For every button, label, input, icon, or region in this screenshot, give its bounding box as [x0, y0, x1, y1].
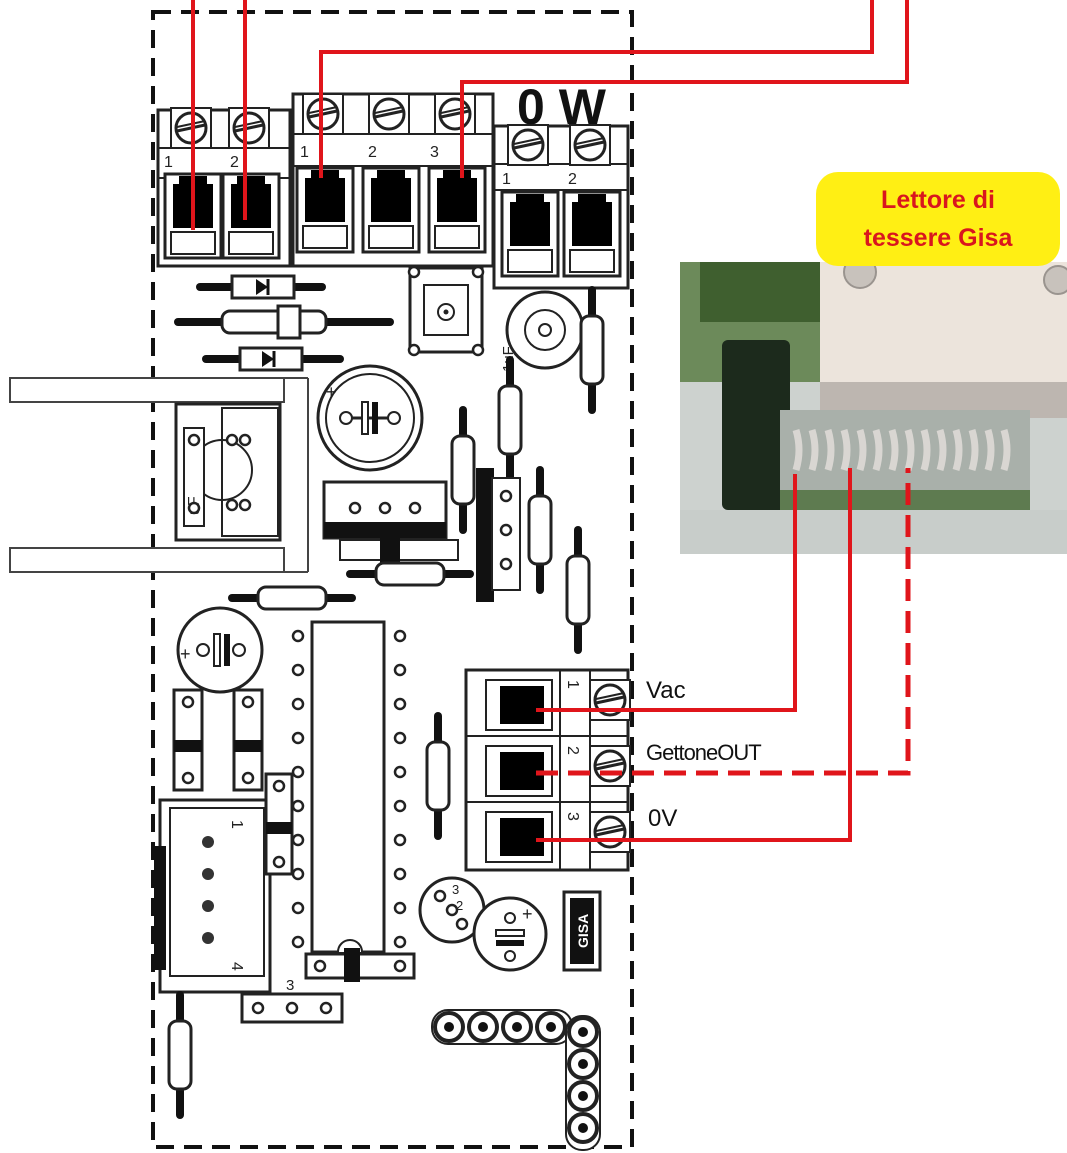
- wire-vac: [536, 474, 797, 712]
- side-terminal-num-3: 3: [564, 812, 581, 821]
- header-pin-3: 3: [286, 977, 294, 994]
- gettone-label: GettoneOUT: [646, 740, 761, 765]
- ic-socket: [291, 620, 407, 954]
- svg-text:+: +: [180, 644, 191, 664]
- push-button: [407, 265, 485, 357]
- transistor: 3 2: [418, 876, 486, 944]
- gisa-chip: GISA: [562, 890, 602, 972]
- svg-text:+: +: [522, 904, 533, 924]
- reader-callout-line1: Lettore di: [881, 186, 995, 214]
- terminal-a-num-2: 2: [230, 154, 239, 171]
- diode-row: [174, 274, 394, 372]
- resistor-pair: [172, 688, 264, 792]
- terminal-b-num-3: 3: [430, 144, 439, 161]
- terminal-c-num-1: 1: [502, 171, 511, 188]
- power-label: 0 W: [517, 79, 607, 135]
- terminal-b-num-1: 1: [300, 144, 309, 161]
- board-outline: [151, 10, 634, 1149]
- transistor-pin-3: 3: [452, 882, 459, 897]
- capacitor-bottom: +: [472, 896, 548, 972]
- connector-pin-4: 4: [228, 962, 245, 971]
- wire-terminal-b1: [319, 0, 874, 178]
- terminal-c-num-2: 2: [568, 171, 577, 188]
- vac-label: Vac: [646, 677, 686, 704]
- capacitor-large: +: [316, 364, 424, 472]
- wire-gettone: [536, 468, 911, 776]
- wire-zero-v: [536, 468, 852, 842]
- heatsink: [476, 468, 521, 602]
- terminal-block-side: 1 2 3: [464, 668, 632, 872]
- reader-callout: Lettore di tessere Gisa: [816, 172, 1060, 266]
- terminal-block-c: 1 2: [492, 123, 630, 290]
- transistor-pin-2: 2: [456, 898, 463, 913]
- zero-v-label: 0V: [648, 805, 677, 832]
- side-terminal-num-1: 1: [564, 680, 581, 689]
- relay: uF: [9, 377, 309, 573]
- terminal-a-num-1: 1: [164, 154, 173, 171]
- wire-terminal-b3: [460, 0, 909, 178]
- pin-header-bottom: [431, 1009, 601, 1151]
- capacitor-small: +: [176, 606, 264, 694]
- connector-4pin: 1 4: [154, 772, 294, 994]
- header-3pin: 3: [240, 977, 344, 1024]
- side-terminal-num-2: 2: [564, 746, 581, 755]
- voltage-regulator: [232, 360, 521, 609]
- connector-pin-1: 1: [228, 820, 245, 829]
- wiring: [191, 0, 911, 842]
- circuit-board: 1 2 1 2 3 1 2: [9, 10, 634, 1151]
- terminal-b-num-2: 2: [368, 144, 377, 161]
- card-reader-photo: [680, 255, 1067, 554]
- reader-callout-line2: tessere Gisa: [864, 224, 1014, 252]
- jumper-strip: [304, 948, 416, 982]
- svg-text:+: +: [326, 382, 337, 402]
- terminal-block-a: 1 2: [156, 106, 292, 268]
- gisa-chip-logo: GISA: [575, 914, 591, 948]
